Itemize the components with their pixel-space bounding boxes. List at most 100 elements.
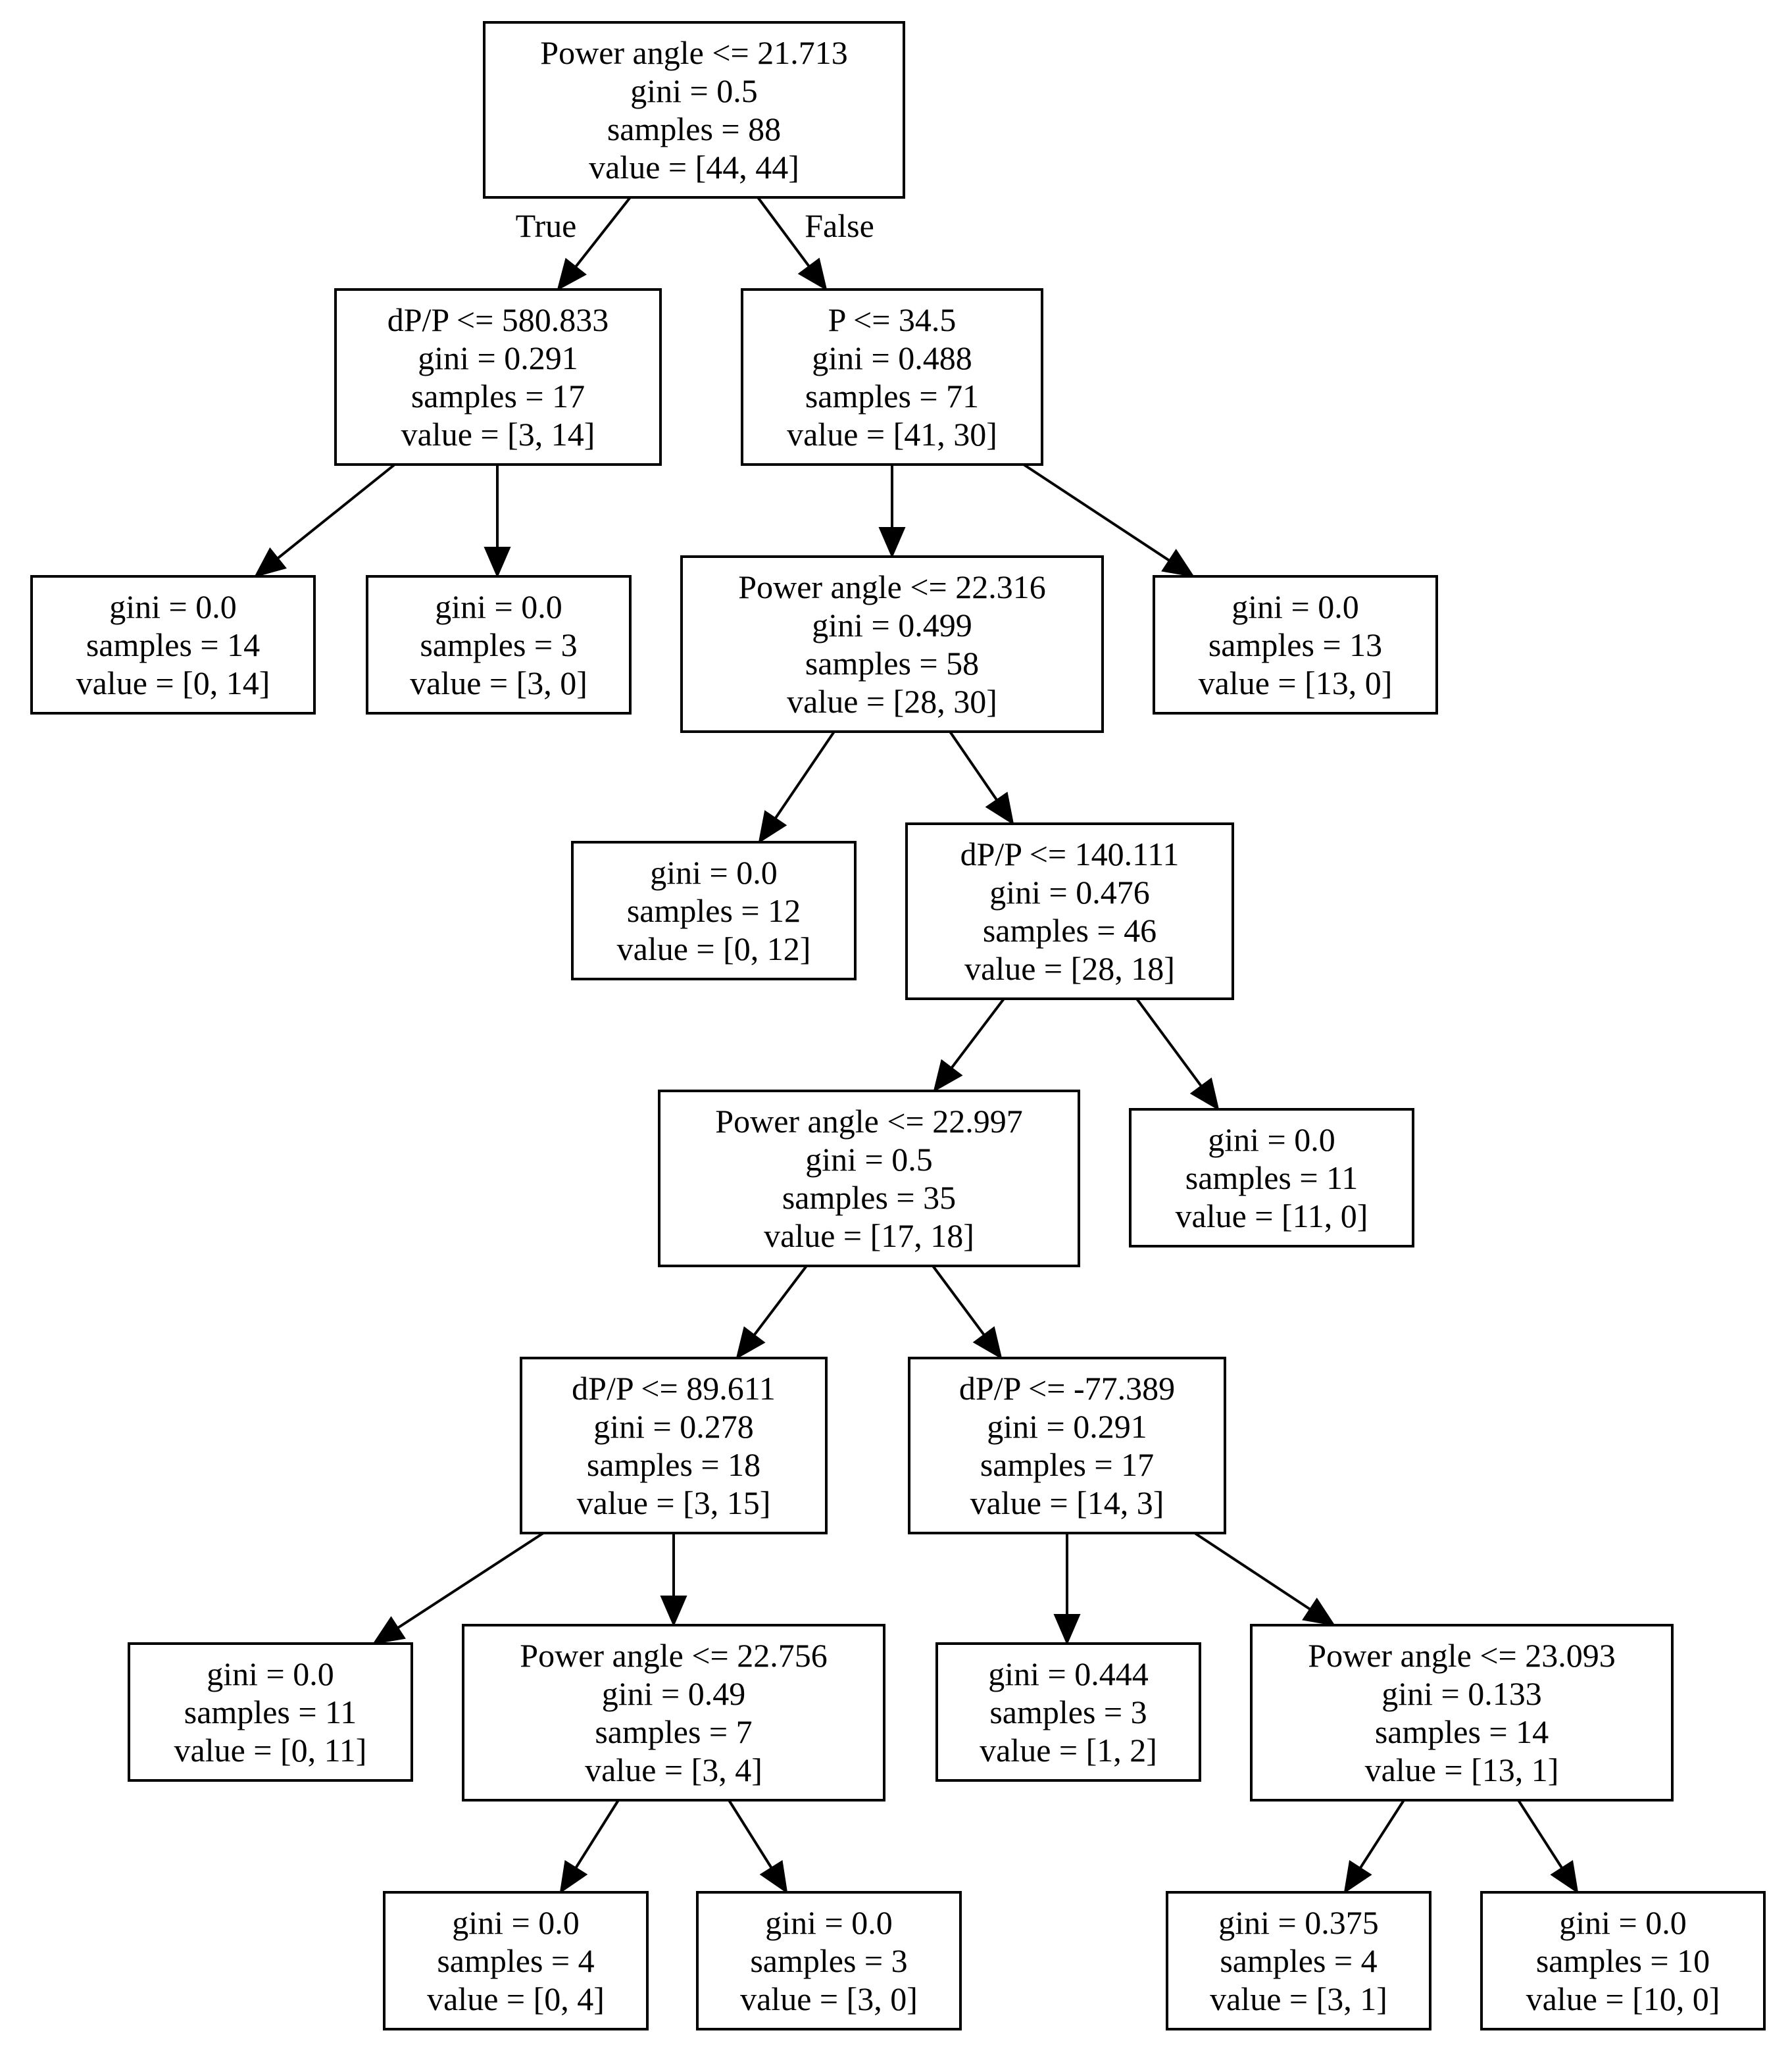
arrowhead-icon <box>557 257 587 291</box>
node-line: value = [3, 1] <box>1210 1980 1387 2017</box>
node-line: gini = 0.49 <box>602 1675 745 1712</box>
node-line: gini = 0.133 <box>1381 1675 1541 1712</box>
node-line: samples = 11 <box>184 1694 357 1730</box>
node-line: samples = 3 <box>750 1942 907 1979</box>
node-line: gini = 0.0 <box>765 1904 892 1941</box>
node-line: gini = 0.499 <box>812 607 972 643</box>
node-line: samples = 35 <box>782 1179 956 1216</box>
arrowhead-icon <box>985 792 1014 826</box>
node-line: dP/P <= 89.611 <box>572 1370 776 1407</box>
node-line: value = [3, 4] <box>585 1751 762 1788</box>
node-box <box>1166 1891 1431 2030</box>
edge-line <box>397 1532 545 1629</box>
node-line: gini = 0.375 <box>1218 1904 1378 1941</box>
edge-line <box>1517 1799 1563 1869</box>
node-line: samples = 58 <box>805 645 979 682</box>
arrowhead-icon <box>933 1059 963 1093</box>
edge-n5-n8 <box>949 730 1014 826</box>
node-line: samples = 17 <box>980 1446 1154 1483</box>
node-line: dP/P <= 580.833 <box>387 301 609 338</box>
edge-line <box>277 463 396 560</box>
edge-n12-n16 <box>1193 1532 1336 1626</box>
node-line: gini = 0.0 <box>1208 1121 1335 1158</box>
node-line: value = [14, 3] <box>970 1484 1164 1521</box>
node-box <box>741 288 1043 466</box>
node-line: samples = 71 <box>805 378 979 415</box>
node-box <box>680 555 1104 733</box>
node-box <box>366 575 632 715</box>
node-line: value = [1, 2] <box>980 1732 1157 1769</box>
node-line: value = [0, 14] <box>76 665 270 701</box>
node-line: value = [0, 11] <box>174 1732 367 1769</box>
edge-n11-n14 <box>660 1533 687 1627</box>
node-line: samples = 14 <box>1375 1713 1549 1750</box>
node-line: gini = 0.0 <box>435 588 562 625</box>
edge-n2-n6 <box>1022 463 1195 578</box>
node-line: value = [10, 0] <box>1526 1980 1720 2017</box>
node-box <box>1129 1108 1414 1247</box>
node-line: Power angle <= 22.997 <box>715 1103 1022 1140</box>
node-line: gini = 0.5 <box>630 72 757 109</box>
node-line: gini = 0.291 <box>418 340 578 376</box>
node-line: gini = 0.488 <box>812 340 972 376</box>
node-line: samples = 3 <box>420 626 577 663</box>
edge-n14-n18 <box>728 1799 788 1894</box>
node-line: value = [3, 0] <box>410 665 587 701</box>
node-box <box>383 1891 649 2030</box>
edge-n9-n11 <box>735 1265 808 1360</box>
arrowhead-icon <box>1302 1598 1336 1626</box>
node-line: value = [44, 44] <box>589 149 799 186</box>
node-line: value = [3, 0] <box>740 1980 918 2017</box>
node-line: samples = 7 <box>595 1713 752 1750</box>
node-line: samples = 13 <box>1208 626 1382 663</box>
node-box <box>334 288 662 466</box>
node-line: gini = 0.0 <box>207 1655 334 1692</box>
node-box <box>30 575 316 715</box>
edge-line <box>774 730 835 819</box>
node-line: value = [0, 12] <box>617 930 811 967</box>
edge-line <box>574 196 632 268</box>
edge-n12-n15 <box>1053 1533 1081 1646</box>
node-line: samples = 18 <box>587 1446 760 1483</box>
edge-line <box>1359 1799 1405 1869</box>
node-box <box>571 841 857 980</box>
node-line: gini = 0.0 <box>109 588 236 625</box>
node-line: value = [28, 30] <box>787 683 997 720</box>
edge-n8-n10 <box>1135 997 1220 1111</box>
arrowhead-icon <box>484 547 511 578</box>
node-line: value = [28, 18] <box>964 950 1175 987</box>
node-line: samples = 14 <box>86 626 260 663</box>
node-line: value = [3, 14] <box>401 416 595 453</box>
node-line: dP/P <= -77.389 <box>959 1370 1175 1407</box>
node-box <box>1480 1891 1766 2030</box>
node-line: samples = 11 <box>1185 1159 1358 1196</box>
arrowhead-icon <box>1550 1860 1579 1894</box>
edge-label-false: False <box>805 207 874 244</box>
arrowhead-icon <box>254 547 287 578</box>
node-line: gini = 0.0 <box>1232 588 1358 625</box>
edge-n16-n19 <box>1343 1799 1405 1894</box>
arrowhead-icon <box>797 257 828 291</box>
node-box <box>520 1357 828 1534</box>
node-line: value = [11, 0] <box>1176 1197 1368 1234</box>
node-line: value = [0, 4] <box>427 1980 605 2017</box>
node-line: Power angle <= 23.093 <box>1308 1637 1615 1674</box>
arrowhead-icon <box>660 1596 687 1627</box>
node-line: samples = 4 <box>1220 1942 1377 1979</box>
arrowhead-icon <box>972 1326 1003 1360</box>
